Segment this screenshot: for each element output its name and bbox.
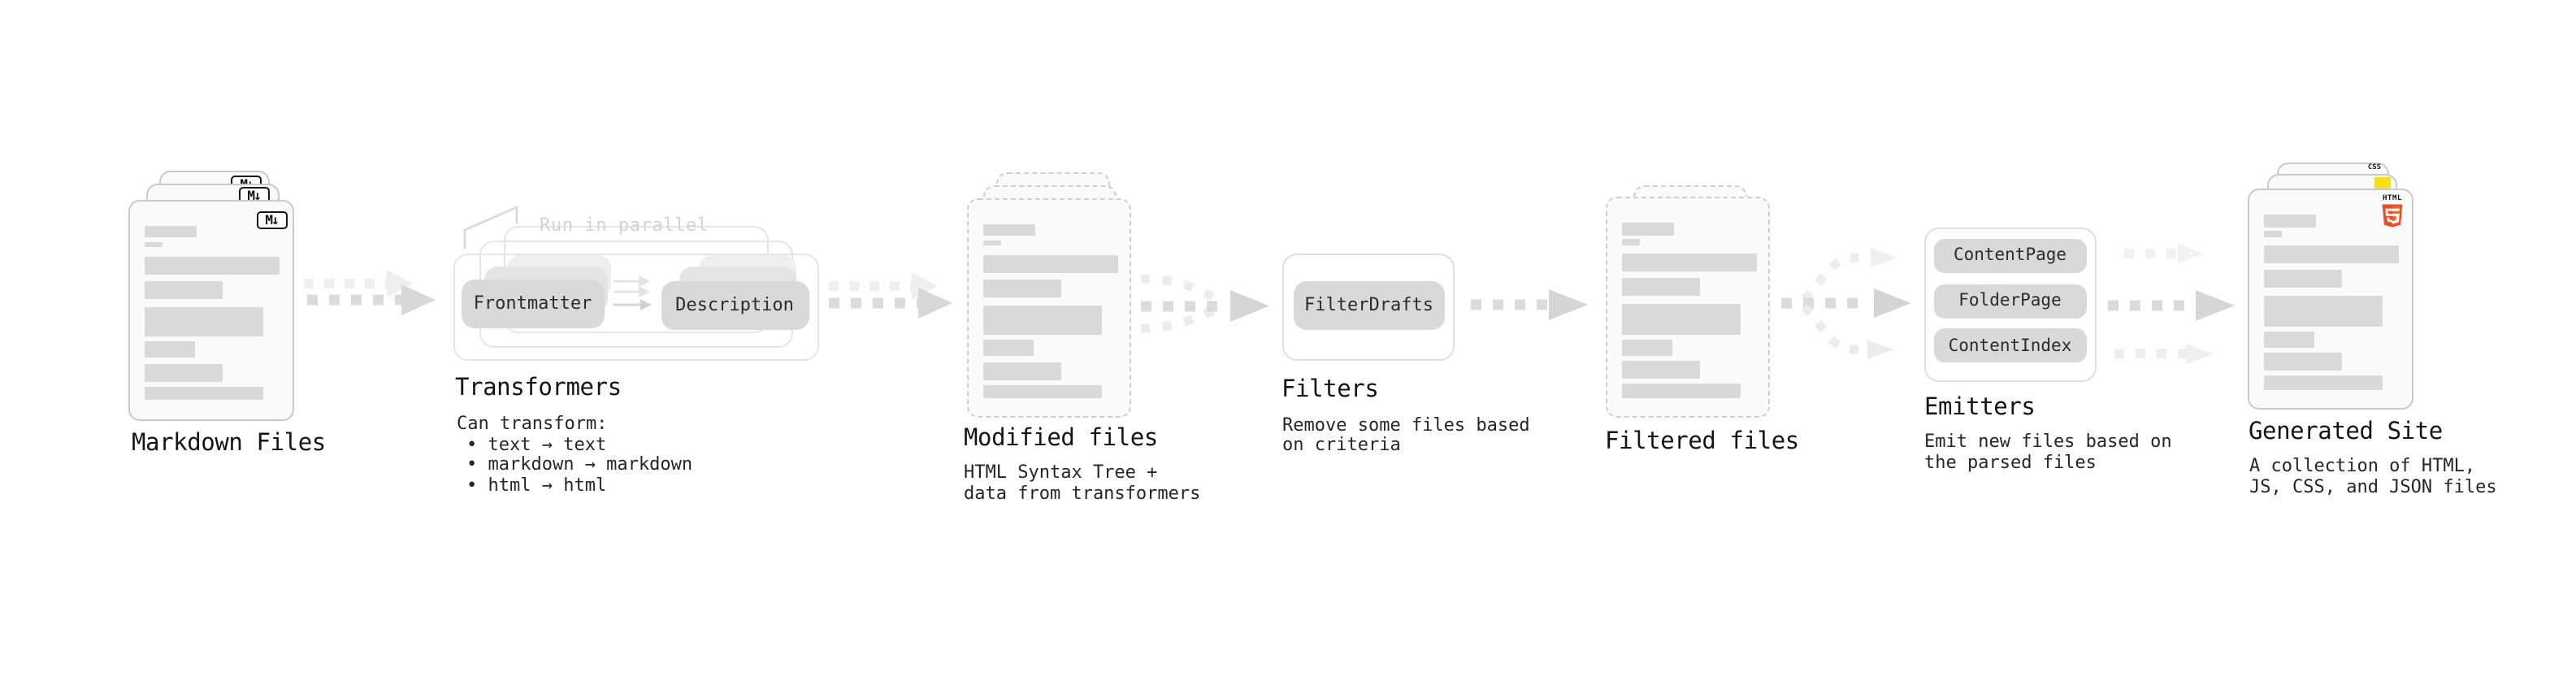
arrow-modified-to-filters-converge	[1140, 274, 1269, 333]
filtered-doc-front	[1605, 197, 1770, 417]
markdown-icon: M↓	[256, 210, 287, 228]
modified-doc-front	[966, 197, 1131, 417]
transformer-node-frontmatter: Frontmatter	[462, 279, 604, 327]
stage-title-generated-site: Generated Site	[2249, 419, 2443, 445]
text-line-bar	[2263, 231, 2281, 236]
stage-title-transformers: Transformers	[455, 375, 622, 401]
desc-line: Can transform:	[457, 413, 608, 434]
desc-line: data from transformers	[964, 482, 1201, 503]
text-line-bar	[982, 240, 1000, 245]
text-line-bar	[2263, 245, 2398, 263]
emitter-node-contentindex: ContentIndex	[1934, 328, 2086, 362]
desc-bullet: • markdown → markdown	[466, 453, 693, 475]
html5-icon: HTML	[2380, 194, 2405, 228]
site-doc-front: HTML	[2247, 189, 2413, 409]
emitters-description: Emit new files based on the parsed files	[1924, 432, 2172, 473]
text-line-bar	[982, 305, 1101, 335]
arrow-transformers-to-modified	[829, 272, 952, 319]
transformer-node-description: Description	[661, 280, 809, 329]
text-line-bar	[982, 223, 1034, 236]
stage-title-filtered-files: Filtered files	[1605, 428, 1799, 454]
stage-title-filters: Filters	[1281, 377, 1379, 403]
arrow-filtered-to-emitters-fanout	[1781, 248, 1911, 359]
text-line-bar	[2263, 270, 2341, 288]
emitter-node-folderpage: FolderPage	[1934, 284, 2086, 318]
text-line-bar	[1621, 254, 1756, 271]
text-line-bar	[982, 279, 1060, 297]
html5-icon-label: HTML	[2382, 194, 2403, 202]
text-line-bar	[144, 363, 222, 381]
modified-files-description: HTML Syntax Tree + data from transformer…	[964, 462, 1201, 504]
text-line-bar	[144, 241, 162, 247]
filters-description: Remove some files based on criteria	[1282, 414, 1530, 456]
text-line-bar	[144, 386, 262, 400]
text-line-bar	[982, 362, 1060, 380]
js-icon	[2374, 177, 2391, 189]
filter-node-filterdrafts: FilterDrafts	[1293, 280, 1445, 330]
html5-shield	[2382, 204, 2403, 228]
text-line-bar	[144, 280, 222, 298]
text-line-bar	[982, 340, 1033, 356]
text-line-bar	[1621, 384, 1740, 397]
desc-line: JS, CSS, and JSON files	[2249, 475, 2497, 497]
arrow-emitters-to-site	[2108, 244, 2235, 364]
desc-line: Emit new files based on	[1924, 431, 2172, 452]
stage-title-emitters: Emitters	[1924, 394, 2036, 420]
text-line-bar	[982, 254, 1117, 272]
transformer-frame-front	[453, 254, 818, 360]
text-line-bar	[2263, 331, 2314, 347]
text-line-bar	[1621, 361, 1699, 379]
text-line-bar	[1621, 223, 1673, 235]
run-in-parallel-annotation: Run in parallel	[540, 215, 709, 236]
text-line-bar	[2263, 296, 2382, 326]
css-icon-label: CSS	[2367, 164, 2382, 172]
desc-line: A collection of HTML,	[2249, 455, 2476, 476]
text-line-bar	[2263, 215, 2315, 227]
text-line-bar	[144, 341, 194, 358]
desc-line: the parsed files	[1924, 451, 2097, 472]
desc-bullet: • text → text	[466, 433, 607, 454]
text-line-bar	[144, 256, 279, 274]
emitter-node-contentpage: ContentPage	[1934, 238, 2086, 272]
arrow-markdown-to-transformers	[304, 270, 436, 315]
text-line-bar	[144, 306, 262, 336]
transformers-description: Can transform: • text → text • markdown …	[457, 414, 692, 496]
text-line-bar	[1621, 278, 1699, 296]
text-line-bar	[982, 384, 1101, 398]
text-line-bar	[2263, 353, 2341, 371]
text-line-bar	[1621, 339, 1672, 355]
stage-title-markdown-files: Markdown Files	[132, 431, 326, 457]
text-line-bar	[1621, 239, 1639, 245]
desc-line: on criteria	[1282, 434, 1401, 455]
text-line-bar	[2263, 375, 2382, 389]
arrow-filters-to-filtered	[1471, 289, 1588, 320]
generated-site-description: A collection of HTML, JS, CSS, and JSON …	[2249, 455, 2497, 497]
desc-bullet: • html → html	[466, 474, 607, 495]
desc-line: Remove some files based	[1282, 414, 1530, 435]
text-line-bar	[144, 225, 196, 237]
desc-line: HTML Syntax Tree +	[964, 462, 1158, 483]
stage-title-modified-files: Modified files	[964, 426, 1158, 452]
text-line-bar	[1621, 304, 1740, 334]
markdown-doc-front: M↓	[128, 199, 294, 420]
